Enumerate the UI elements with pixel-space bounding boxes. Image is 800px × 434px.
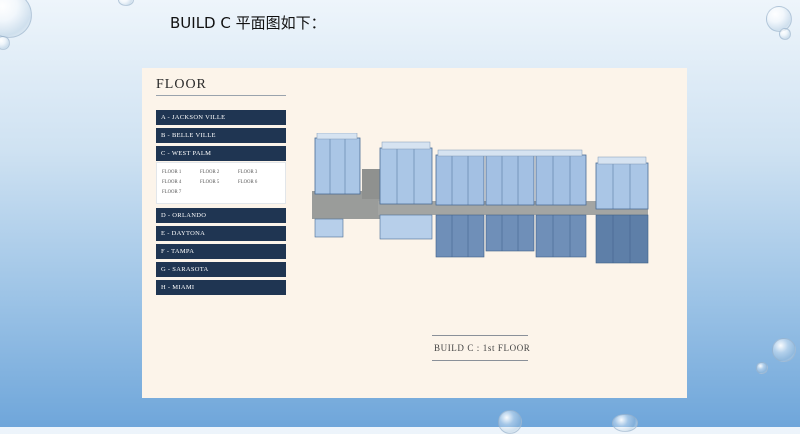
stair-block [362,169,380,199]
wing-3-north [435,154,485,206]
water-bubble [612,414,638,432]
building-e-button[interactable]: E - DAYTONA [156,226,286,241]
wing-1-north [314,137,361,195]
wing-5-north [535,154,587,206]
wing-1-south [314,218,344,238]
plan-caption: BUILD C : 1st FLOOR [434,343,531,353]
water-bubble [0,0,32,38]
building-d-button[interactable]: D - ORLANDO [156,208,286,223]
heading-divider [156,95,286,96]
wing-3-south [435,214,485,258]
wing-4-south [485,214,535,252]
floor-1-link[interactable]: FLOOR 1 [162,170,182,175]
water-bubble [766,6,792,32]
wing-4-north [485,154,535,206]
caption-rule-top [432,335,528,336]
building-g-button[interactable]: G - SARASOTA [156,262,286,277]
water-bubble [118,0,134,6]
caption-rule-bottom [432,360,528,361]
floor-2-link[interactable]: FLOOR 2 [200,170,220,175]
building-h-button[interactable]: H - MIAMI [156,280,286,295]
building-c-button[interactable]: C - WEST PALM [156,146,286,161]
floor-plan-image [312,133,649,264]
water-bubble [772,338,796,362]
building-f-button[interactable]: F - TAMPA [156,244,286,259]
floor-heading: FLOOR [156,77,207,92]
water-bubble [779,28,791,40]
wing-2-south [379,214,433,240]
wing-6-north [595,162,649,210]
floor-submenu: FLOOR 1 FLOOR 2 FLOOR 3 FLOOR 4 FLOOR 5 … [156,162,286,204]
wing-6-south [595,214,649,264]
water-bubble [0,36,10,50]
water-bubble [498,410,522,434]
floor-4-link[interactable]: FLOOR 4 [162,180,182,185]
slide-title: BUILD C 平面图如下： [170,14,326,32]
floor-7-link[interactable]: FLOOR 7 [162,190,182,195]
building-a-button[interactable]: A - JACKSON VILLE [156,110,286,125]
plan-caption-block: BUILD C : 1st FLOOR [432,335,531,361]
building-b-button[interactable]: B - BELLE VILLE [156,128,286,143]
floor-5-link[interactable]: FLOOR 5 [200,180,220,185]
floor-3-link[interactable]: FLOOR 3 [238,170,258,175]
wing-5-south [535,214,587,258]
floor-6-link[interactable]: FLOOR 6 [238,180,258,185]
water-bubble [756,362,768,374]
wing-2-north [379,147,433,205]
